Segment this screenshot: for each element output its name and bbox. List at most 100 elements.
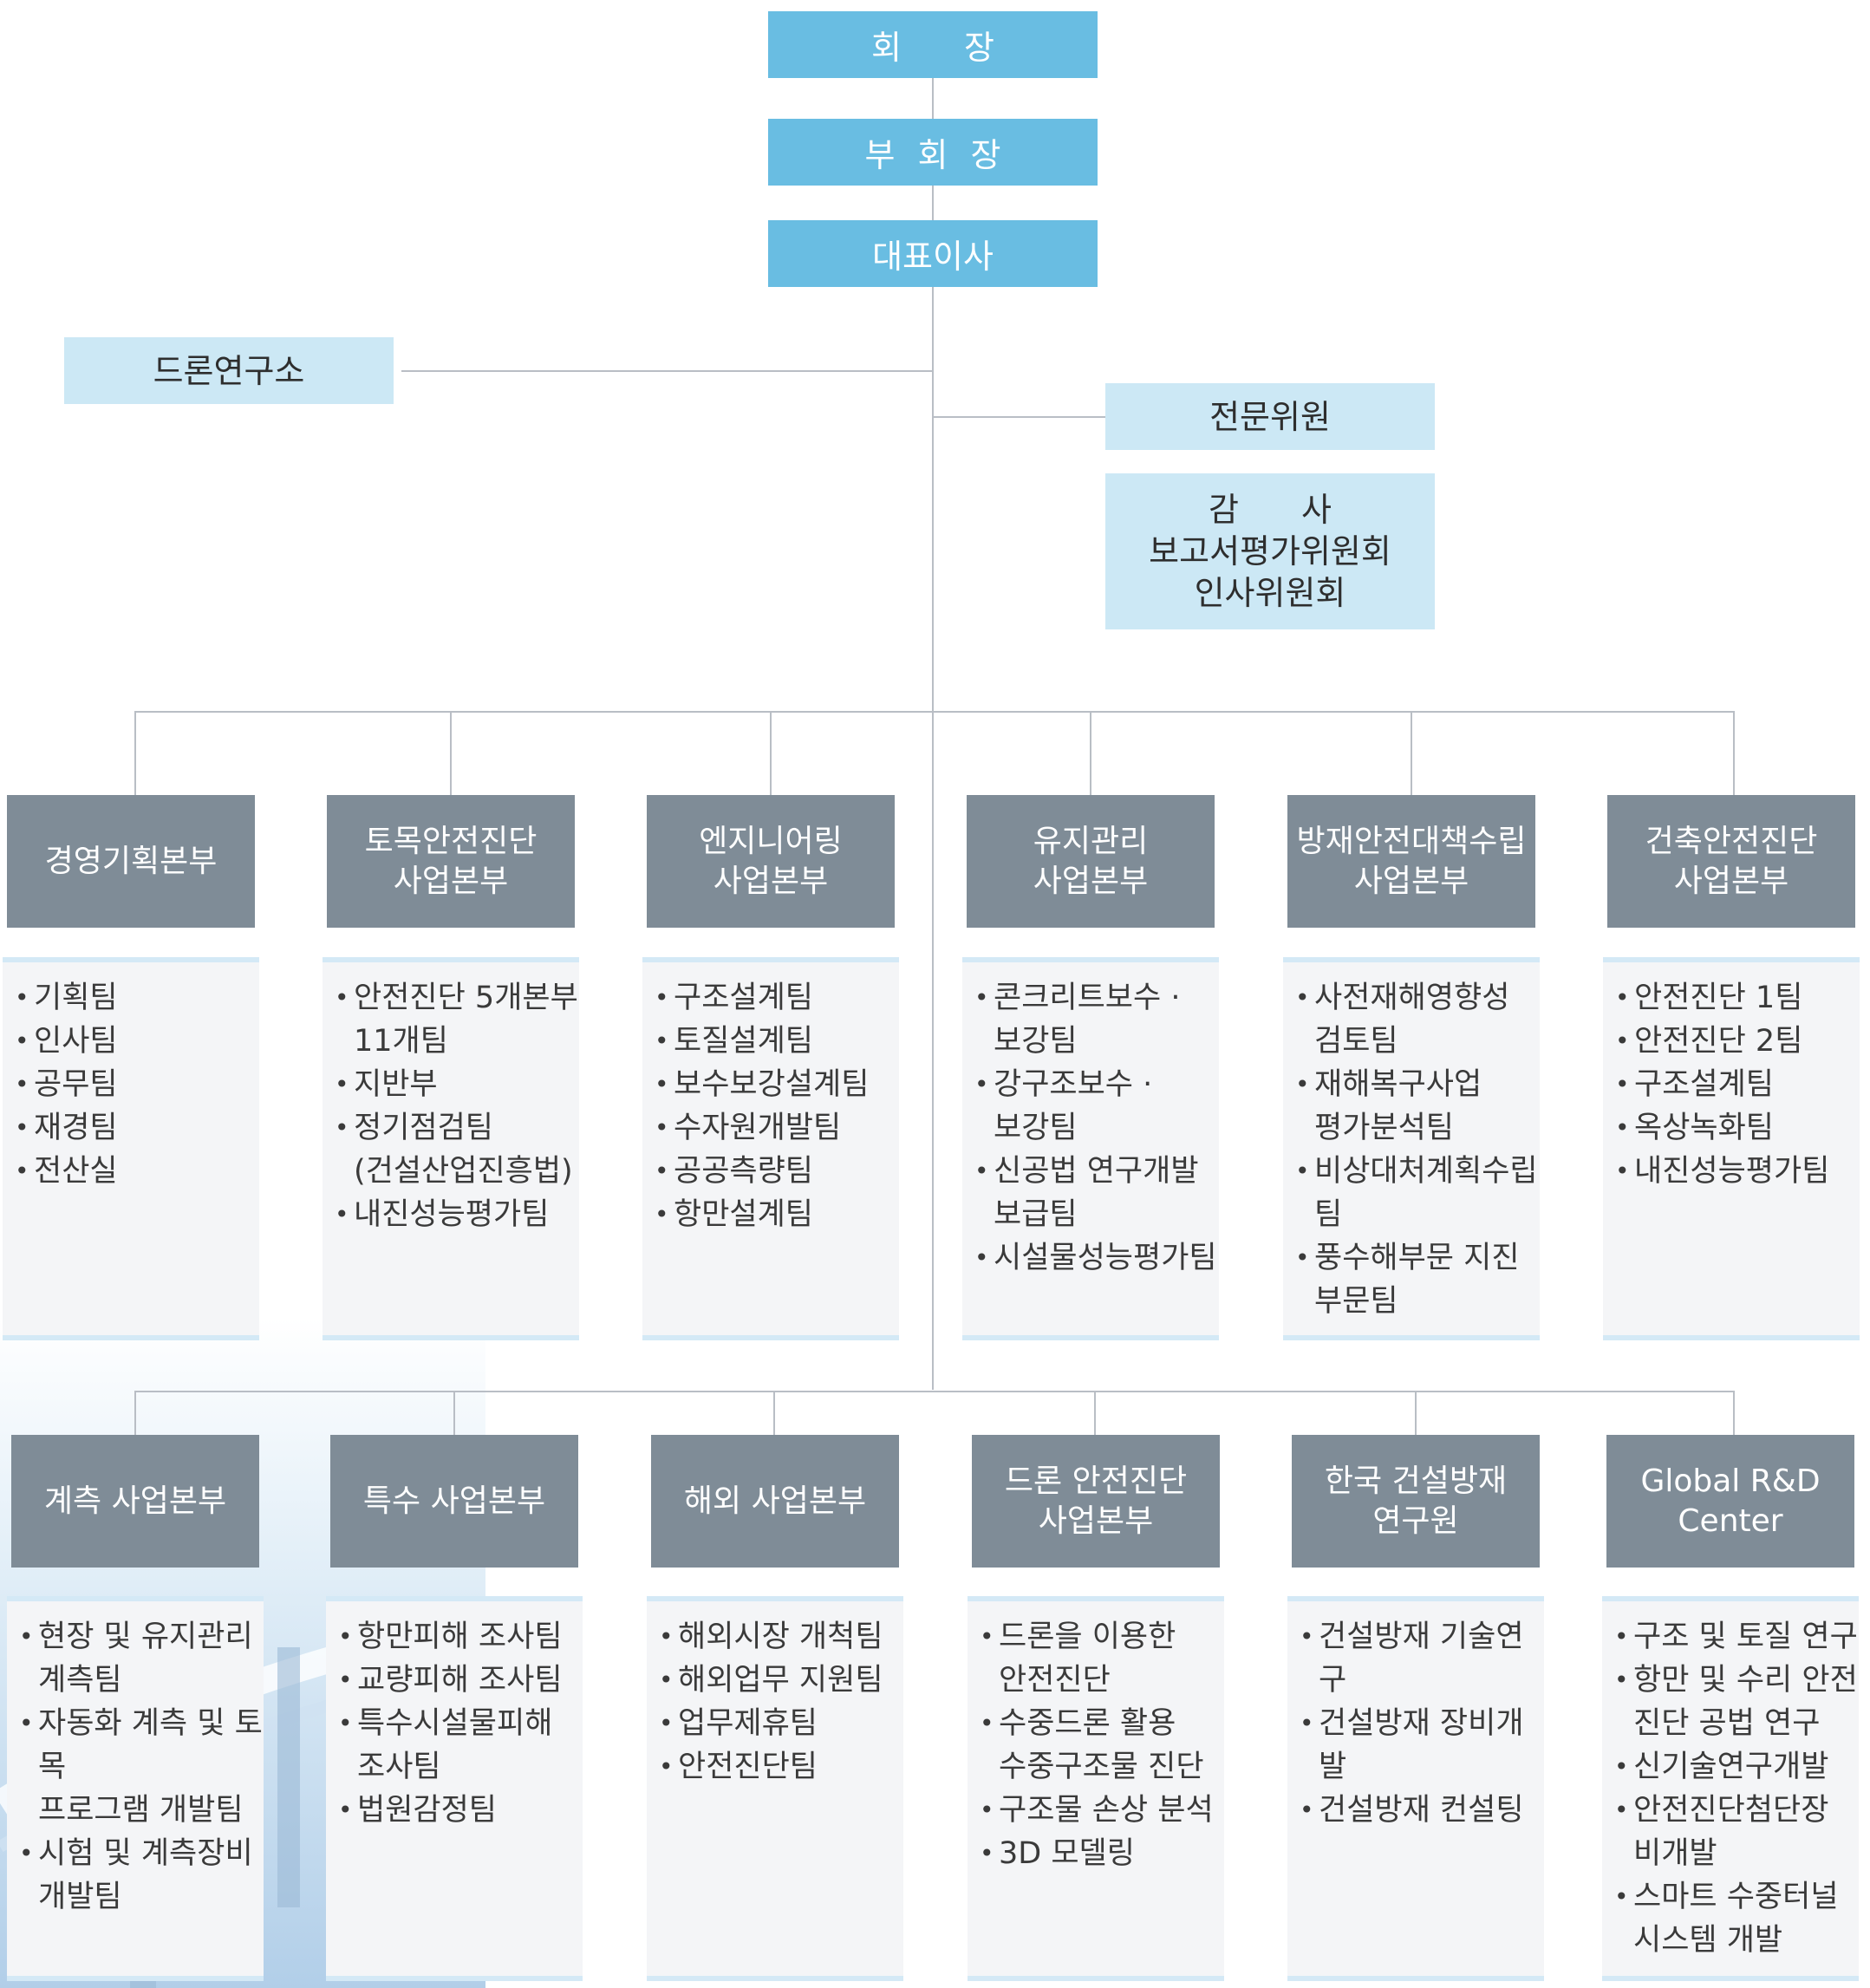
division-title-line: 사업본부	[1033, 863, 1149, 899]
team-name-line: 교량피해 조사팀	[357, 1663, 563, 1698]
team-name-line: 보강팀	[994, 1111, 1078, 1145]
team-name-line: 구조설계팀	[674, 981, 814, 1015]
team-list-item: 해외시장 개척팀	[659, 1615, 903, 1659]
team-name-line: 풍수해부문 지진부문팀	[1314, 1241, 1520, 1319]
team-name-line: 법원감정팀	[357, 1793, 498, 1828]
team-name-line: 프로그램 개발팀	[38, 1793, 244, 1828]
team-list-item: 풍수해부문 지진부문팀	[1295, 1236, 1540, 1323]
team-list-item: 비상대처계획수립팀	[1295, 1150, 1540, 1236]
division-title-line: 계측 사업본부	[43, 1483, 227, 1519]
team-name-line: 신기술연구개발	[1633, 1750, 1829, 1784]
division-title-line: 연구원	[1372, 1502, 1459, 1539]
team-name-line: 항만설계팀	[674, 1197, 814, 1232]
team-list: 기획팀인사팀공무팀재경팀전산실	[15, 976, 259, 1193]
team-name-line: 옥상녹화팀	[1634, 1111, 1775, 1145]
team-list: 사전재해영향성검토팀재해복구사업평가분석팀비상대처계획수립팀풍수해부문 지진부문…	[1295, 976, 1540, 1323]
team-list-item: 신기술연구개발	[1614, 1745, 1859, 1789]
division-title-line: 사업본부	[1353, 863, 1469, 899]
team-name-line: 항만피해 조사팀	[357, 1620, 563, 1654]
team-name-line: 계측팀	[38, 1663, 122, 1698]
chairman-label: 회 장	[871, 29, 994, 67]
division-title-line: 사업본부	[1673, 863, 1789, 899]
division-header: 특수 사업본부	[330, 1435, 578, 1568]
expert-label: 전문위원	[1209, 397, 1331, 436]
vice-chairman-box: 부 회 장	[768, 119, 1098, 186]
team-list-panel: 기획팀인사팀공무팀재경팀전산실	[3, 957, 259, 1340]
team-name-line: 조사팀	[357, 1750, 441, 1784]
vice-chairman-label: 부 회 장	[864, 136, 1001, 174]
team-name-line: 구조 및 토질 연구	[1633, 1620, 1858, 1654]
team-list-item: 안전진단 5개본부 11개팀	[335, 976, 579, 1063]
team-name-line: 수중구조물 진단	[999, 1750, 1204, 1784]
team-name-line: 검토팀	[1314, 1024, 1398, 1059]
team-name-line: (건설산업진흥법)	[354, 1154, 573, 1189]
team-list-item: 기획팀	[15, 976, 259, 1020]
team-list-item: 건설방재 컨설팅	[1300, 1789, 1544, 1832]
team-list-panel: 사전재해영향성검토팀재해복구사업평가분석팀비상대처계획수립팀풍수해부문 지진부문…	[1283, 957, 1540, 1340]
team-list-item: 안전진단 1팀	[1615, 976, 1860, 1020]
team-name-line: 특수시설물피해	[357, 1706, 553, 1741]
division-title-line: 엔지니어링	[699, 823, 843, 859]
division-title-line: 사업본부	[1038, 1502, 1154, 1539]
team-list-panel: 해외시장 개척팀해외업무 지원팀업무제휴팀안전진단팀	[647, 1596, 903, 1981]
team-name-line: 안전진단 5개본부	[354, 981, 578, 1015]
team-list-panel: 콘크리트보수 ·보강팀강구조보수 ·보강팀신공법 연구개발보급팀시설물성능평가팀	[962, 957, 1219, 1340]
team-list-item: 건설방재 장비개발	[1300, 1702, 1544, 1789]
team-name-line: 평가분석팀	[1314, 1111, 1455, 1145]
division-header: 경영기획본부	[7, 795, 255, 928]
team-name-line: 11개팀	[354, 1024, 448, 1059]
division-title-line: 사업본부	[713, 863, 829, 899]
team-list-item: 공공측량팀	[655, 1150, 899, 1193]
ceo-box: 대표이사	[768, 220, 1098, 287]
team-list: 구조설계팀토질설계팀보수보강설계팀수자원개발팀공공측량팀항만설계팀	[655, 976, 899, 1236]
team-list-panel: 안전진단 5개본부11개팀지반부정기점검팀(건설산업진흥법)내진성능평가팀	[323, 957, 579, 1340]
team-name-line: 토질설계팀	[674, 1024, 814, 1059]
team-name-line: 내진성능평가팀	[354, 1197, 550, 1232]
division-header: 계측 사업본부	[11, 1435, 259, 1568]
team-list: 구조 및 토질 연구항만 및 수리 안전진단 공법 연구신기술연구개발안전진단첨…	[1614, 1615, 1859, 1962]
team-list: 해외시장 개척팀해외업무 지원팀업무제휴팀안전진단팀	[659, 1615, 903, 1789]
team-name-line: 비개발	[1633, 1836, 1717, 1871]
report-committee-label: 보고서평가위원회	[1149, 532, 1391, 570]
team-list-panel: 건설방재 기술연구건설방재 장비개발건설방재 컨설팅	[1287, 1596, 1544, 1981]
team-list: 콘크리트보수 ·보강팀강구조보수 ·보강팀신공법 연구개발보급팀시설물성능평가팀	[974, 976, 1219, 1280]
division-title-line: 사업본부	[393, 863, 509, 899]
team-name-line: 콘크리트보수 ·	[994, 981, 1181, 1015]
division-title-line: 경영기획본부	[44, 843, 218, 879]
team-list-panel: 항만피해 조사팀교량피해 조사팀특수시설물피해조사팀법원감정팀	[326, 1596, 583, 1981]
team-name-line: 3D 모델링	[999, 1836, 1135, 1871]
team-name-line: 시스템 개발	[1633, 1923, 1783, 1958]
team-list-item: 항만설계팀	[655, 1193, 899, 1236]
team-list-item: 해외업무 지원팀	[659, 1659, 903, 1702]
team-list-item: 수자원개발팀	[655, 1106, 899, 1150]
team-name-line: 안전진단 2팀	[1634, 1024, 1803, 1059]
team-name-line: 정기점검팀	[354, 1111, 494, 1145]
team-name-line: 해외시장 개척팀	[678, 1620, 883, 1654]
team-name-line: 보급팀	[994, 1197, 1078, 1232]
team-name-line: 안전진단팀	[678, 1750, 818, 1784]
committee-box: 감 사 보고서평가위원회 인사위원회	[1105, 473, 1435, 629]
team-name-line: 인사팀	[34, 1024, 118, 1059]
team-name-line: 현장 및 유지관리	[38, 1620, 253, 1654]
team-name-line: 항만 및 수리 안전	[1633, 1663, 1858, 1698]
team-name-line: 내진성능평가팀	[1634, 1154, 1830, 1189]
team-name-line: 신공법 연구개발	[994, 1154, 1199, 1189]
team-name-line: 재해복구사업	[1314, 1067, 1482, 1102]
team-list-item: 시설물성능평가팀	[974, 1236, 1219, 1280]
team-list: 항만피해 조사팀교량피해 조사팀특수시설물피해조사팀법원감정팀	[338, 1615, 583, 1832]
